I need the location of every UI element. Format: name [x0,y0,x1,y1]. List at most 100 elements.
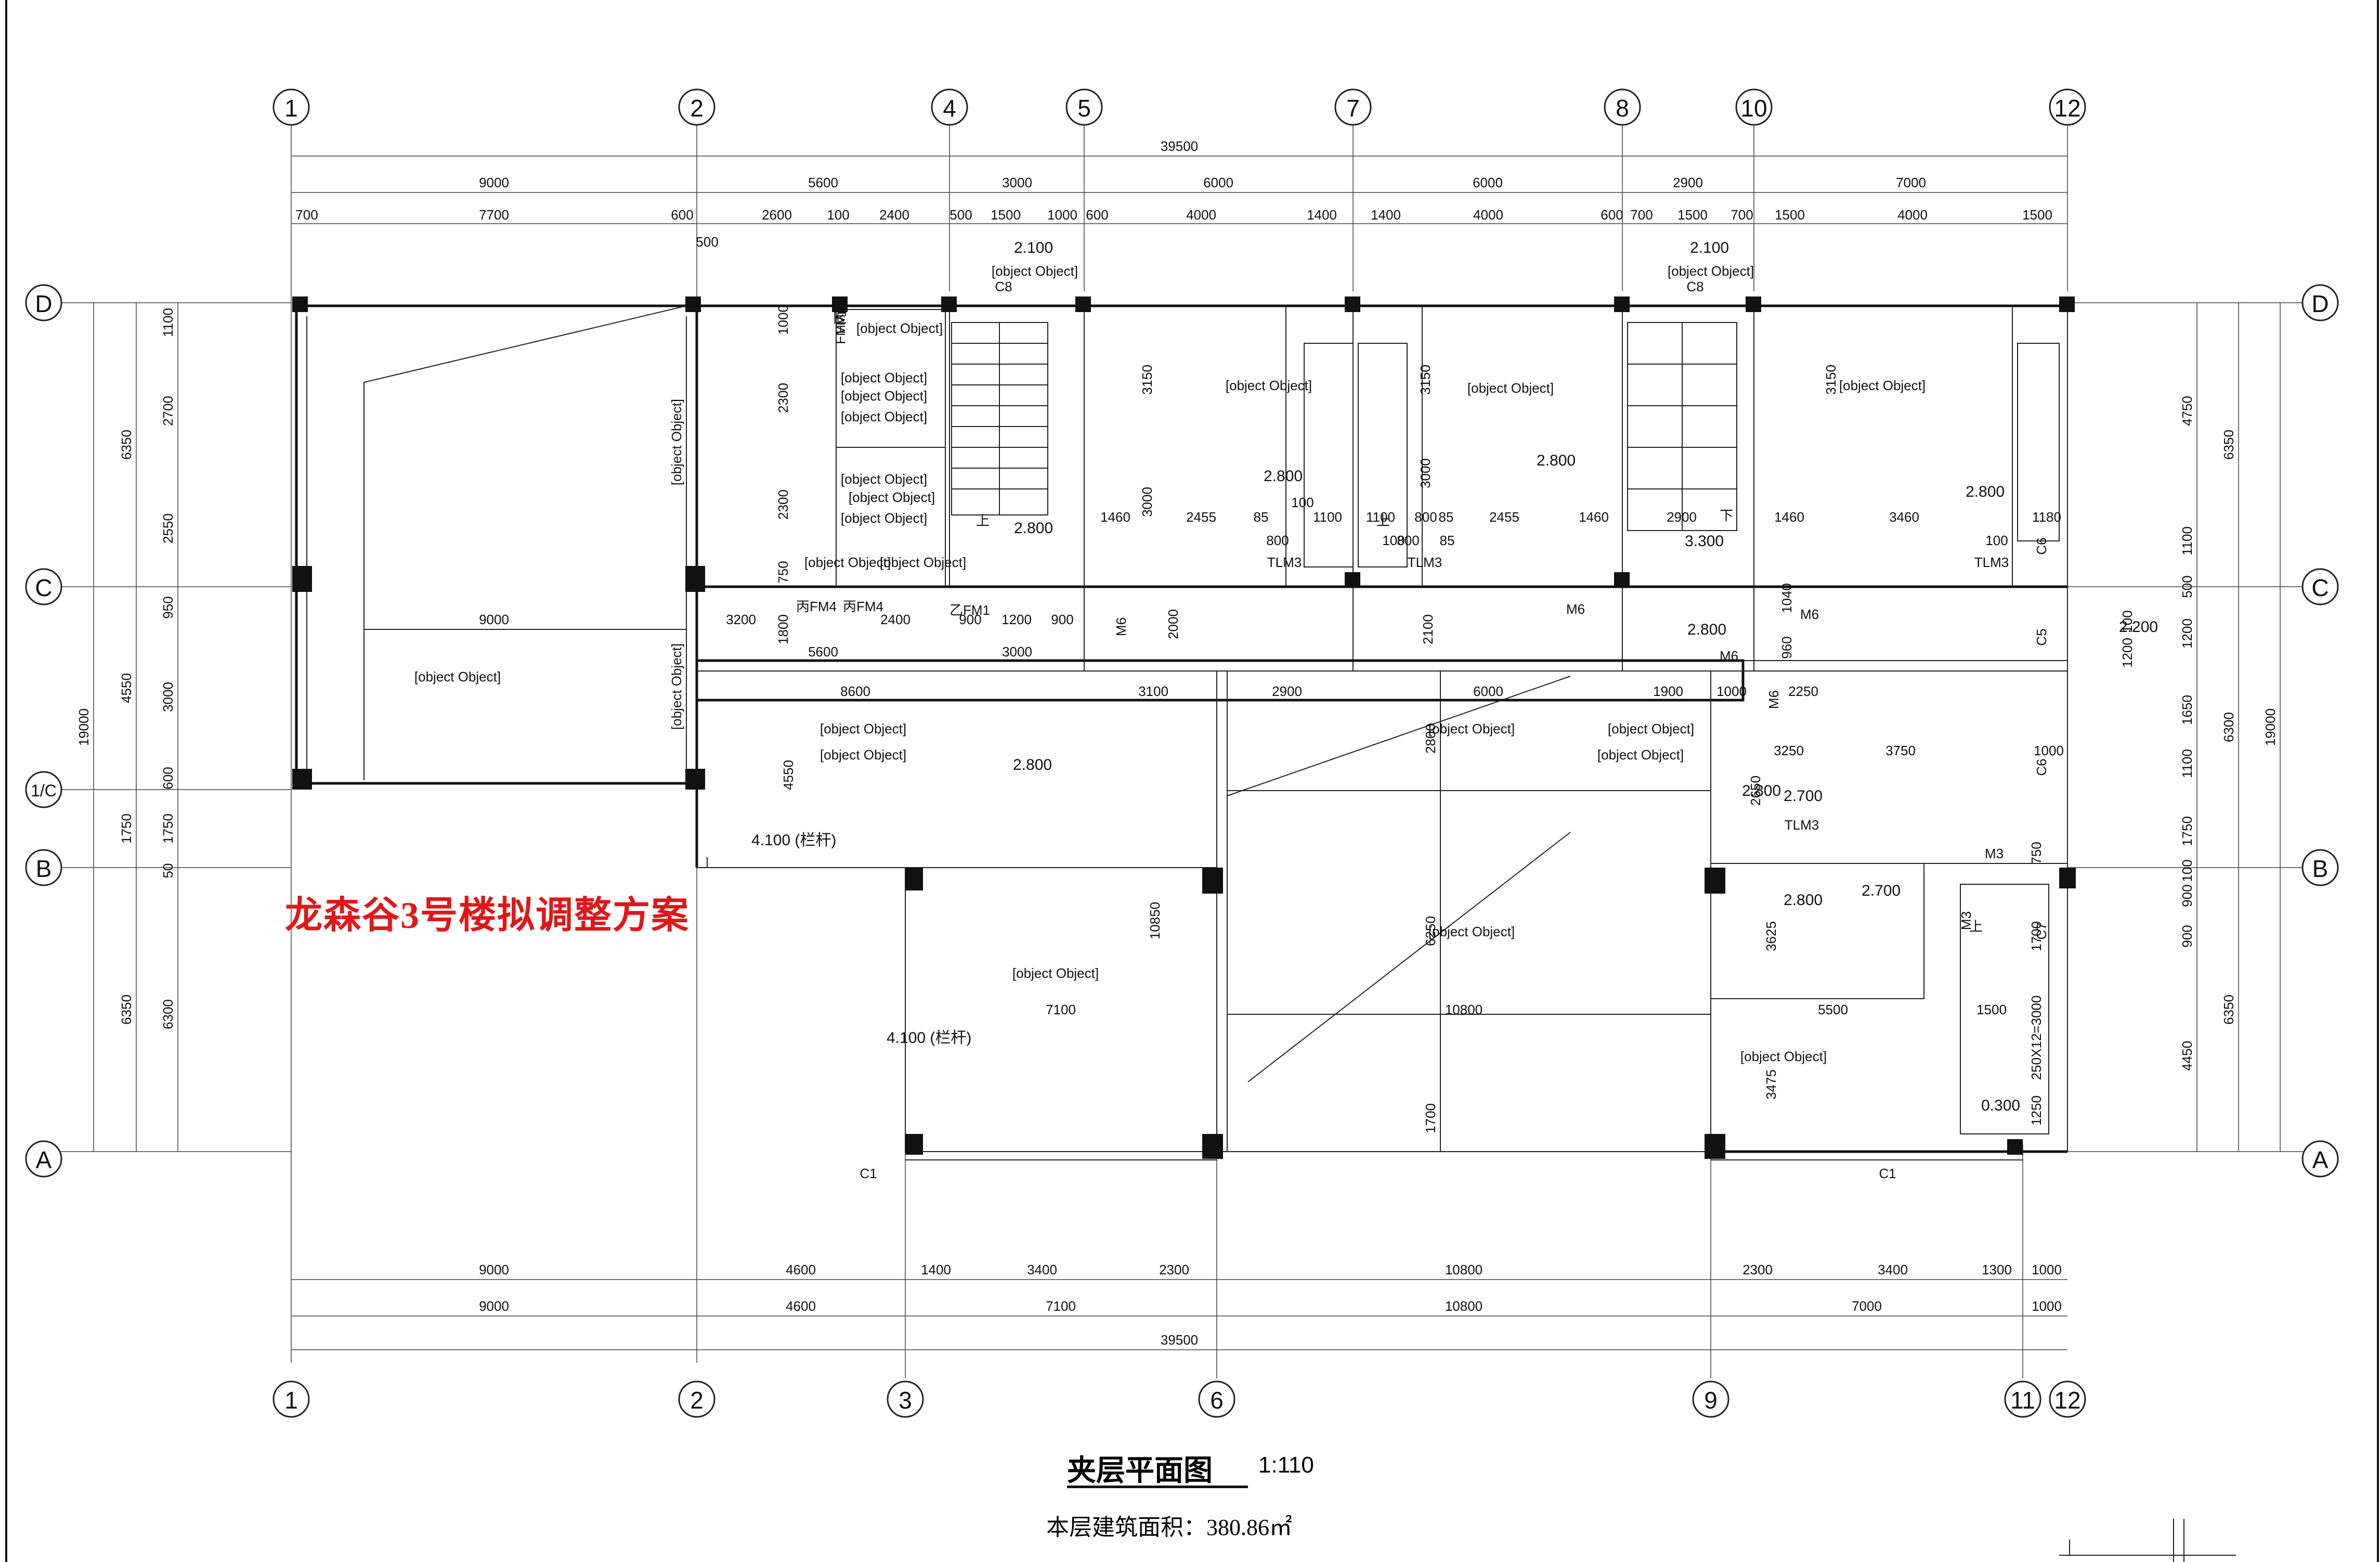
dim-text: 250X12=3000 [2028,996,2044,1080]
dim-text: 6250 [1423,916,1438,946]
dim-text: 1200 [2179,618,2195,649]
dim-text: 1100 [1366,509,1395,525]
dim-text: 7100 [1046,1002,1076,1017]
door-tag: M6 [1113,617,1129,636]
door-tag: M6 [1766,690,1781,709]
svg-text:2: 2 [690,95,704,122]
door-tag: M6 [1720,648,1738,664]
room-note: [object Object] [1597,747,1684,763]
dim-text: 1460 [1100,509,1130,525]
axis-bubble-right: D [2301,284,2339,321]
level-mark: 2.100 [1014,239,1053,256]
dim-text: 4550 [781,760,796,790]
dim-text: 2100 [1420,614,1436,644]
dim-text: 2600 [762,207,792,223]
dim-text: 950 [160,596,176,618]
dim-text: 5500 [1818,1002,1848,1017]
svg-text:5: 5 [1077,95,1091,122]
left-axis-bubbles: D C 1/C B A [25,284,62,1178]
door-tag: TLM3 [1408,554,1442,570]
room-label-book-void: [object Object] [414,669,501,685]
door-tag: C1 [860,1166,877,1181]
dim-text: 1500 [1976,1002,2007,1017]
level-mark: 2.800 [1013,756,1052,773]
svg-text:B: B [36,855,52,882]
door-tag: M6 [1800,606,1819,622]
dim-text: 500 [950,207,972,223]
dim-text: 2900 [1673,175,1703,190]
detail-section-stub [2059,1519,2236,1562]
axis-bubble-top: 12 [2049,88,2086,126]
dim-text: 900 [959,612,981,627]
dim-text: 1700 [2028,921,2044,951]
level-mark: 2.800 [1742,782,1781,799]
dim-text: 3460 [1889,509,1919,525]
dim-text: 9000 [479,1262,509,1277]
level-mark: 2.800 [1014,520,1053,537]
dim-text: 750 [2028,842,2044,864]
dim-text: 100 [2179,859,2195,882]
axis-bubble-top: 8 [1604,88,1641,126]
dim-text: 1800 [775,614,791,644]
axis-bubble-top: 1 [272,88,310,126]
level-mark: 2.200 [2119,618,2158,636]
dim-text: 2300 [775,489,791,520]
dim-text: 3250 [1774,743,1804,758]
dim-text: 3150 [1139,365,1155,395]
title-underline [1067,1486,1248,1488]
svg-text:1: 1 [284,1387,298,1414]
level-mark: 2.800 [1687,621,1726,638]
structural-columns [292,296,2076,1159]
axis-bubble-top: 7 [1334,88,1372,126]
dim-text: 4550 [119,673,134,703]
dim-overall: 39500 [1161,1332,1198,1348]
stair-up-mark: 上 [976,513,990,528]
dim-text: 1750 [119,814,134,844]
dim-text: 7700 [479,207,509,223]
room-label-elevator: [object Object] [849,489,935,505]
svg-text:D: D [2311,290,2329,317]
dim-text: 2650 [1748,776,1763,806]
dim-text: 9000 [479,175,509,190]
svg-text:9: 9 [1704,1387,1718,1414]
svg-text:C: C [35,574,52,601]
top-dimensions: 39500 9000 5600 3000 6000 6000 2900 7000… [291,138,2067,250]
dim-text: 1750 [2179,816,2195,846]
svg-text:3: 3 [899,1387,912,1414]
stair-direction-marks: 上 上 下 上 [976,508,1983,934]
dim-text: 3100 [1138,683,1168,699]
door-tag: C8 [995,279,1012,294]
svg-text:11: 11 [2010,1387,2035,1414]
dim-text: 500 [696,234,718,250]
dim-text: 2400 [880,612,911,627]
dim-text: 2550 [160,513,176,544]
dim-text: 5600 [808,175,838,190]
dim-text: 500 [2179,575,2195,598]
dim-text: 6350 [119,995,134,1025]
interior-dimensions: 1000 2300 2300 750 1800 3150 3000 3150 3… [479,305,2064,1133]
room-label-shaft: [object Object] [856,320,943,336]
axis-grid-lines [56,121,2309,1378]
dim-text: 100 [1291,495,1313,510]
dim-text: 1500 [2022,207,2052,223]
room-label-canopy: [object Object] [1668,263,1754,279]
svg-text:10: 10 [1740,95,1767,122]
dim-text: 85 [1440,533,1455,548]
svg-text:12: 12 [2054,95,2080,122]
dim-text: 1750 [160,814,176,844]
dim-text: 1400 [1371,207,1401,223]
door-tag: M3 [1958,911,1974,930]
svg-text:8: 8 [1616,95,1629,122]
axis-bubble-bottom: 9 [1692,1380,1729,1418]
stair-core-2 [1627,322,1737,531]
dim-text: 8600 [840,683,870,699]
level-mark: 4.100 (栏杆) [751,832,836,849]
axis-bubble-bottom: 6 [1198,1380,1235,1418]
room-label-elevator: [object Object] [841,370,927,385]
bottom-axis-bubbles: 1 2 3 6 9 11 12 [272,1380,2086,1418]
dim-text: 4450 [2179,1041,2195,1071]
dim-text: 1250 [2028,1095,2044,1126]
room-label-living-void: [object Object] [1740,1049,1827,1064]
axis-bubble-top: 4 [931,88,968,126]
level-mark: 2.700 [1784,788,1823,805]
